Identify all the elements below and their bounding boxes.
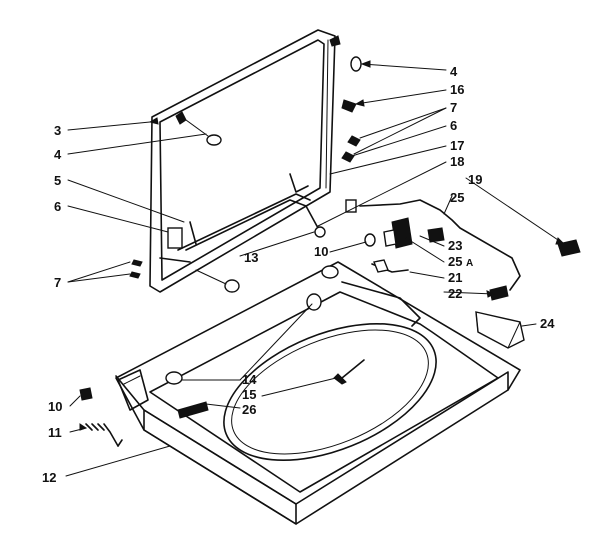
grommet-10 [364, 233, 376, 247]
callout-6-left: 6 [54, 199, 61, 214]
callout-25: 25 [450, 190, 464, 205]
callout-12: 12 [42, 470, 56, 485]
callout-3: 3 [54, 123, 61, 138]
lid-switch-assembly [345, 199, 413, 249]
lid-screws-right [341, 135, 361, 163]
callout-7-left: 7 [54, 275, 61, 290]
callout-16: 16 [450, 82, 464, 97]
cap-10 [79, 387, 93, 401]
callout-22: 22 [448, 286, 462, 301]
switch-mount [373, 259, 389, 273]
callout-10-left: 10 [48, 399, 62, 414]
spring-11 [85, 423, 123, 447]
callout-21: 21 [448, 270, 462, 285]
top-panel [115, 261, 521, 525]
callout-24: 24 [540, 316, 555, 331]
callout-19: 19 [468, 172, 482, 187]
callout-13: 13 [244, 250, 258, 265]
callout-4-top: 4 [450, 64, 458, 79]
cover-cap [475, 311, 525, 349]
hinge-bushing [165, 265, 339, 385]
callout-11: 11 [48, 425, 62, 440]
callout-23: 23 [448, 238, 462, 253]
wire-harness [359, 199, 521, 291]
label-26 [177, 401, 209, 419]
connector-block [427, 227, 445, 243]
terminal [489, 285, 509, 301]
lid-foot [195, 269, 240, 293]
lid-switch-actuator [341, 99, 357, 113]
callout-10-mid: 10 [314, 244, 328, 259]
callout-17: 17 [450, 138, 464, 153]
arrowheads [79, 60, 566, 431]
callout-18: 18 [450, 154, 464, 169]
lid-panel [149, 29, 336, 293]
lid-screws-left [129, 259, 143, 279]
callout-4-left: 4 [54, 147, 62, 162]
leader-lines [65, 63, 565, 477]
callout-25a-suffix: A [466, 258, 473, 269]
callout-14: 14 [242, 372, 257, 387]
callout-25a: 25 [448, 254, 462, 269]
callout-26: 26 [242, 402, 256, 417]
callout-labels: 4 16 7 6 17 18 19 25 3 4 5 6 7 13 10 23 … [42, 64, 555, 485]
lid-bumper-side [175, 111, 222, 146]
callout-15: 15 [242, 387, 256, 402]
callout-5: 5 [54, 173, 61, 188]
callout-7-right: 7 [450, 100, 457, 115]
screw-15 [333, 359, 365, 385]
callout-6-right: 6 [450, 118, 457, 133]
